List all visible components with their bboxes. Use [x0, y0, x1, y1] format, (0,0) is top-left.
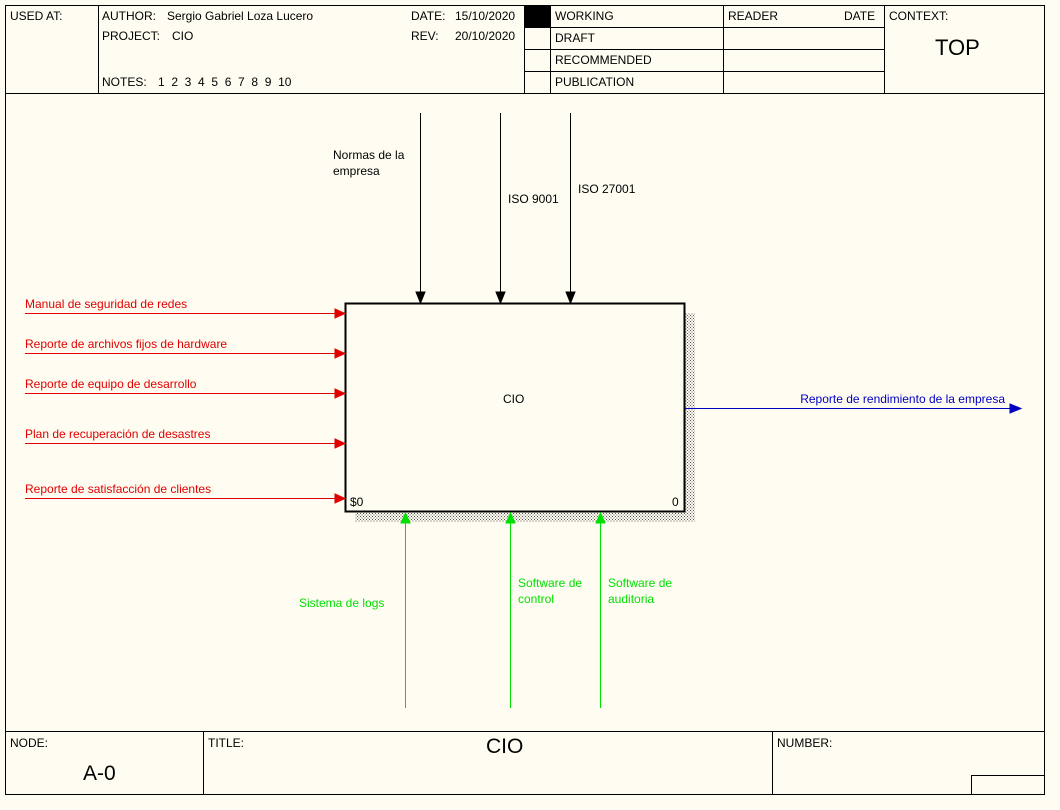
activity-cost: $0 [350, 495, 364, 509]
mechanism-label[interactable]: Sistema de logs [299, 596, 385, 610]
number-label: NUMBER: [777, 736, 833, 750]
node-value: A-0 [83, 762, 116, 785]
used-at-label: USED AT: [10, 9, 63, 23]
status-publication: PUBLICATION [555, 75, 635, 89]
control-label[interactable]: ISO 27001 [578, 182, 636, 196]
working-status-marker [525, 6, 550, 27]
title-value: CIO [486, 735, 524, 758]
title-label: TITLE: [208, 736, 245, 750]
output-arrow [685, 403, 1023, 414]
author-label: AUTHOR: [102, 9, 156, 23]
status-recommended: RECOMMENDED [555, 53, 652, 67]
control-label[interactable]: Normas de la empresa [333, 148, 405, 178]
mechanism-arrow [505, 511, 516, 708]
project-value: CIO [172, 29, 194, 43]
status-working: WORKING [555, 9, 614, 23]
control-label[interactable]: ISO 9001 [508, 192, 559, 206]
context-value: TOP [935, 35, 980, 60]
control-arrow [565, 113, 576, 305]
input-label[interactable]: Reporte de archivos fijos de hardware [25, 337, 228, 351]
input-label[interactable]: Reporte de equipo de desarrollo [25, 377, 197, 391]
control-arrow [415, 113, 426, 305]
node-label: NODE: [10, 736, 49, 750]
input-arrow [25, 308, 347, 319]
activity-box [344, 302, 686, 513]
mechanism-arrow [595, 511, 606, 708]
input-arrow [25, 388, 347, 399]
context-label: CONTEXT: [889, 9, 949, 23]
author-value: Sergio Gabriel Loza Lucero [167, 9, 314, 23]
input-label[interactable]: Plan de recuperación de desastres [25, 427, 211, 441]
reader-label: READER [728, 9, 779, 23]
input-arrow [25, 493, 347, 504]
activity-number: 0 [672, 495, 679, 509]
status-draft: DRAFT [555, 31, 595, 45]
notes-values: 1 2 3 4 5 6 7 8 9 10 [158, 75, 292, 89]
notes-label: NOTES: [102, 75, 147, 89]
mechanism-arrow [400, 511, 411, 708]
mechanism-label[interactable]: Software de control [518, 576, 583, 606]
rev-label: REV: [411, 29, 439, 43]
input-arrow [25, 438, 347, 449]
input-arrow [25, 348, 347, 359]
project-label: PROJECT: [102, 29, 161, 43]
rev-value: 20/10/2020 [455, 29, 516, 43]
date-value: 15/10/2020 [455, 9, 516, 23]
input-label[interactable]: Manual de seguridad de redes [25, 297, 188, 311]
date-label: DATE: [411, 9, 446, 23]
control-arrow [495, 113, 506, 305]
reader-date-label: DATE [844, 9, 876, 23]
activity-box-shadow [355, 313, 695, 522]
input-label[interactable]: Reporte de satisfacción de clientes [25, 482, 212, 496]
mechanism-label[interactable]: Software de auditoria [608, 576, 673, 606]
activity-name[interactable]: CIO [503, 392, 525, 406]
output-label[interactable]: Reporte de rendimiento de la empresa [800, 392, 1005, 406]
